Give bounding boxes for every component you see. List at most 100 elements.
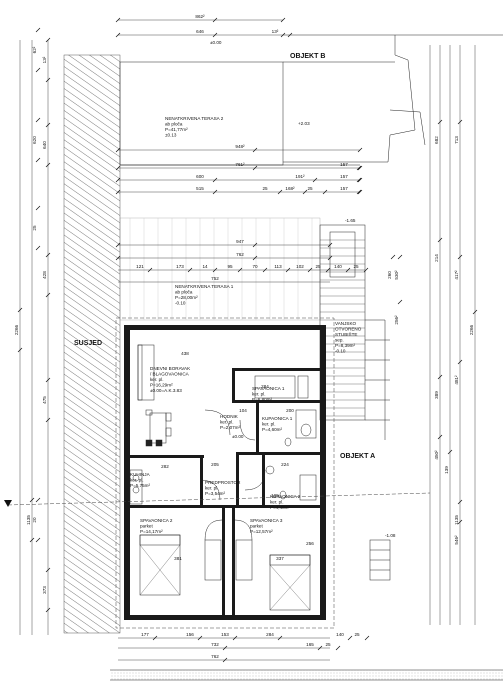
dimension-tick: [457, 499, 463, 505]
dimension-tick: [357, 165, 363, 171]
dimension-tick: [45, 417, 51, 423]
dimension-tick: [115, 32, 121, 38]
dimension-text: 153: [221, 632, 229, 637]
dimension-tick: [457, 119, 463, 125]
dimension-tick: [285, 267, 291, 273]
dimension-tick: [222, 645, 228, 651]
room-label-line: SPAVAONICA 2: [140, 518, 173, 523]
dimension-tick: [327, 242, 333, 248]
room-label-line: P=16,29m²: [150, 383, 173, 388]
dimension-text: 438: [181, 351, 189, 356]
dimension-text: 25: [353, 264, 359, 269]
room-label: NENATKRIVENA TERASA 2ab pločaP=41,77m²±0…: [165, 116, 224, 138]
dimension-text: 682: [434, 136, 439, 144]
dimension-tick: [312, 177, 318, 183]
dimension-tick: [457, 359, 463, 365]
dimension-tick: [115, 255, 121, 261]
dimension-tick: [356, 165, 362, 171]
dimension-tick: [115, 17, 121, 23]
level-room: ±0.00: [232, 434, 244, 439]
dimension-text: 862²: [195, 14, 205, 19]
room-label-line: KUHINJA: [130, 472, 151, 477]
dimension-tick: [280, 17, 286, 23]
dimension-tick: [35, 497, 41, 503]
dimension-text: 732: [211, 642, 219, 647]
room-label-line: P=6,80m²: [252, 397, 273, 402]
room-label-line: -0.10: [335, 349, 346, 354]
dimension-tick: [115, 165, 121, 171]
dimension-tick: [357, 177, 363, 183]
terrace-2-outline: [119, 61, 360, 166]
terrace-1-paving: [119, 217, 321, 321]
dimension-tick: [45, 77, 51, 83]
room-label-line: ker. pl.: [205, 486, 219, 491]
dimension-text: 177: [141, 632, 149, 637]
room-label-line: parket: [250, 524, 263, 529]
room-label-line: NENATKRIVENA TERASA 1: [175, 284, 234, 289]
dimension-tick: [317, 645, 323, 651]
dimension-tick: [35, 205, 41, 211]
dimension-tick: [147, 267, 153, 273]
dimension-tick: [29, 497, 35, 503]
room-label-line: OTVORENO: [335, 327, 362, 332]
dimension-tick: [212, 17, 218, 23]
room-label-line: SPAVAONICA 1: [252, 386, 285, 391]
dimension-tick: [447, 449, 453, 455]
dimension-tick: [35, 67, 41, 73]
furniture: [129, 344, 317, 611]
dimension-text: 947: [236, 239, 244, 244]
dimension-tick: [35, 537, 41, 543]
level-stair-bottom: -1.08: [385, 533, 396, 538]
dimension-tick: [45, 292, 51, 298]
dimension-text: 139: [444, 466, 449, 474]
dimension-text: 260: [387, 271, 392, 279]
dimension-text: 157: [340, 186, 348, 191]
dimension-text: 337: [276, 556, 284, 561]
dimension-tick: [35, 157, 41, 163]
dimension-tick: [252, 242, 258, 248]
dimension-tick: [29, 537, 35, 543]
dimension-tick: [307, 267, 313, 273]
dimension-text: 530²: [394, 270, 399, 280]
dimension-tick: [35, 27, 41, 33]
room-label-line: sep.: [335, 338, 344, 343]
dimension-tick: [197, 635, 203, 641]
dimension-text: 113: [274, 264, 282, 269]
room-label-line: P=4,48m²: [270, 505, 291, 510]
dimension-tick: [357, 189, 363, 195]
room-label-line: ker. pl.: [130, 478, 144, 483]
dimension-text: 481²: [454, 375, 459, 385]
dimension-text: 25: [315, 264, 321, 269]
dimension-tick: [232, 635, 238, 641]
room-label-line: P=8,39m²: [335, 343, 356, 348]
room-label: NENATKRIVENA TERASA 1ab pločaP=28,00m²-0…: [175, 284, 234, 306]
dimension-text: 191²: [295, 174, 305, 179]
dimension-text: 214: [434, 254, 439, 262]
dimension-text: 157: [340, 162, 348, 167]
dimension-text: 256: [306, 541, 314, 546]
dimension-tick: [187, 267, 193, 273]
dimension-tick: [277, 189, 283, 195]
dimension-tick: [390, 254, 396, 260]
level-top: ±0.00: [210, 40, 222, 45]
dimension-text: 20: [32, 517, 37, 523]
dimension-text: 70: [252, 264, 258, 269]
dimension-text: 762: [211, 654, 219, 659]
dimension-text: 1135: [454, 515, 459, 525]
site-ground-bottom: [110, 670, 503, 680]
dimension-text: 428: [42, 271, 47, 279]
dimension-text: 25: [32, 225, 37, 231]
dimension-tick: [212, 189, 218, 195]
dimension-text: 948²: [235, 144, 245, 149]
dimension-tick: [212, 177, 218, 183]
dimension-tick: [437, 237, 443, 243]
dimension-text: 13²: [272, 29, 279, 34]
dimension-text: 417²: [454, 270, 459, 280]
